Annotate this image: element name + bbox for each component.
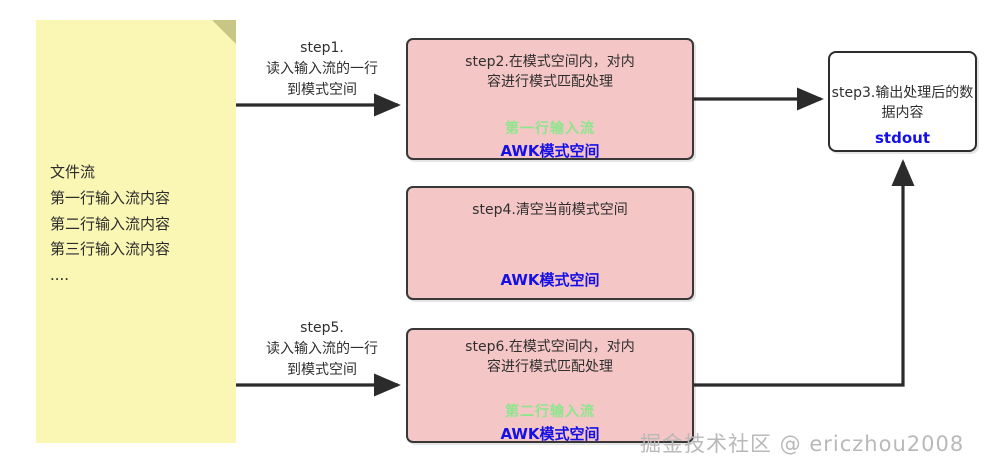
- note-line-4: ....: [50, 266, 70, 285]
- step3-title: step3.输出处理后的数据内容: [831, 85, 974, 122]
- step2-stream-label: 第一行输入流: [505, 121, 595, 137]
- step6-title: step6.在模式空间内，对内容进行模式匹配处理: [465, 339, 635, 376]
- note-line-2: 第二行输入流内容: [50, 214, 171, 233]
- file-stream-note: 文件流 第一行输入流内容 第二行输入流内容 第三行输入流内容 ....: [36, 20, 236, 443]
- pattern-space-box-step4: step4.清空当前模式空间 AWK模式空间: [406, 186, 694, 300]
- step2-space-label: AWK模式空间: [500, 142, 600, 160]
- note-line-0: 文件流: [50, 163, 96, 181]
- arrow-label-step1: step1. 读入输入流的一行 到模式空间: [232, 38, 412, 101]
- file-stream-note-body: 文件流 第一行输入流内容 第二行输入流内容 第三行输入流内容 ....: [50, 160, 230, 289]
- arrow-label-step1-text: step1. 读入输入流的一行 到模式空间: [266, 40, 378, 98]
- step3-stdout-label: stdout: [875, 129, 930, 147]
- step6-stream-label: 第二行输入流: [505, 404, 595, 420]
- step6-space-label: AWK模式空间: [500, 425, 600, 443]
- pattern-space-box-step6: step6.在模式空间内，对内容进行模式匹配处理 第二行输入流 AWK模式空间: [406, 328, 694, 443]
- arrow-label-step5: step5. 读入输入流的一行 到模式空间: [232, 318, 412, 381]
- step2-title: step2.在模式空间内，对内容进行模式匹配处理: [465, 54, 635, 91]
- arrow-label-step5-text: step5. 读入输入流的一行 到模式空间: [266, 320, 378, 378]
- pattern-space-box-step2: step2.在模式空间内，对内容进行模式匹配处理 第一行输入流 AWK模式空间: [406, 38, 694, 160]
- stdout-box-step3: step3.输出处理后的数据内容 stdout: [828, 51, 977, 152]
- watermark: 掘金技术社区 @ ericzhou2008: [640, 432, 965, 456]
- arrow-step6-to-step3: [694, 159, 915, 387]
- note-line-3: 第三行输入流内容: [50, 240, 171, 259]
- step4-space-label: AWK模式空间: [500, 271, 600, 289]
- step4-title: step4.清空当前模式空间: [472, 202, 628, 218]
- note-line-1: 第一行输入流内容: [50, 188, 171, 207]
